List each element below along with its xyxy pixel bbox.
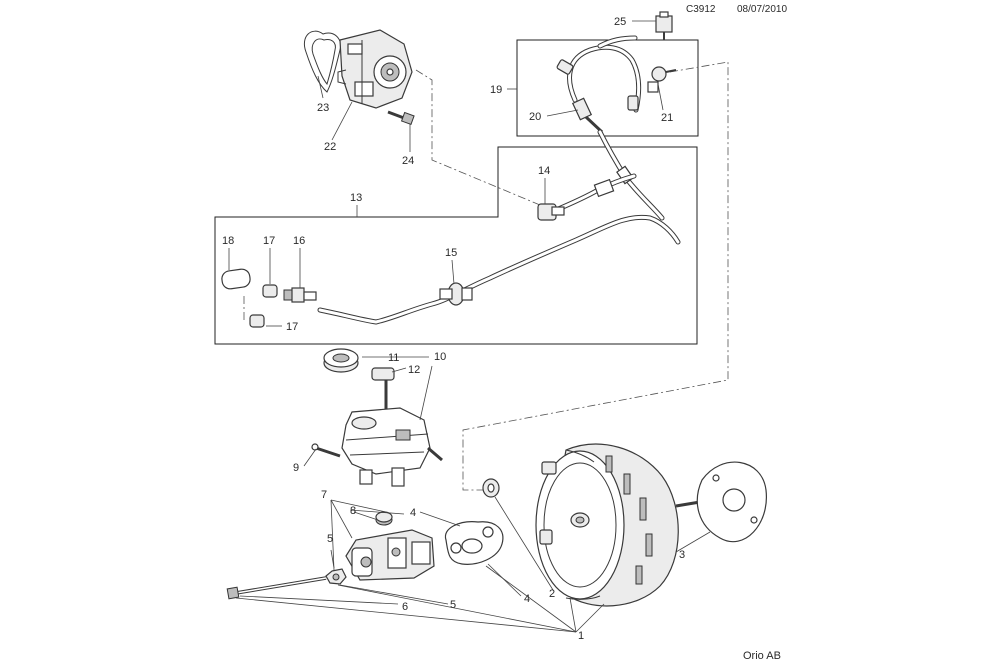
credit-label: Orio AB <box>743 650 781 662</box>
callout-20: 20 <box>529 111 541 123</box>
callout-18: 18 <box>222 235 234 247</box>
pump-gasket <box>304 30 342 93</box>
callout-labels: 25 19 20 21 23 22 24 13 14 15 18 17 16 1… <box>222 16 685 642</box>
connector-21 <box>647 66 677 93</box>
elbow-connector-14 <box>537 203 565 221</box>
callout-17-bottom: 17 <box>286 321 298 333</box>
pushrod-bolt-6 <box>226 576 327 600</box>
gasket-4 <box>444 521 504 565</box>
frame-hose-assembly-13 <box>214 146 698 345</box>
vacuum-line-13 <box>317 173 681 325</box>
callout-9: 9 <box>293 462 299 474</box>
callout-25: 25 <box>614 16 626 28</box>
valve-15 <box>439 282 473 306</box>
frame-hose-assembly-19 <box>516 39 699 137</box>
callout-3: 3 <box>679 549 685 561</box>
gasket-3 <box>696 461 767 543</box>
callout-22: 22 <box>324 141 336 153</box>
callout-7: 7 <box>321 489 327 501</box>
callout-14: 14 <box>538 165 550 177</box>
callout-16: 16 <box>293 235 305 247</box>
callout-8: 8 <box>350 505 356 517</box>
callout-21: 21 <box>661 112 673 124</box>
check-valve-20 <box>571 97 604 134</box>
vacuum-hose-19 <box>556 35 642 113</box>
callout-11: 11 <box>388 352 399 364</box>
nut-5 <box>325 568 347 585</box>
callout-19: 19 <box>490 84 502 96</box>
callout-2: 2 <box>549 588 555 600</box>
pump-bolt <box>387 110 415 126</box>
drawing-date: 08/07/2010 <box>737 4 787 15</box>
callout-12: 12 <box>408 364 420 376</box>
brake-booster-1 <box>535 443 701 607</box>
callout-4-bottom: 4 <box>524 593 530 605</box>
fitting-16 <box>283 287 317 303</box>
hose-clip-9 <box>311 443 341 458</box>
callout-1: 1 <box>578 630 584 642</box>
callout-13: 13 <box>350 192 362 204</box>
leader-lines <box>228 20 711 633</box>
drawing-code: C3912 <box>686 4 716 15</box>
cap-18 <box>221 268 251 290</box>
callout-24: 24 <box>402 155 414 167</box>
master-cylinder-7 <box>345 529 435 581</box>
callout-17-top: 17 <box>263 235 275 247</box>
callout-5-left: 5 <box>327 533 333 545</box>
vacuum-pump <box>304 29 413 109</box>
reservoir-cap-11 <box>323 348 359 373</box>
brake-fluid-reservoir-10 <box>341 407 443 487</box>
callout-5-bottom: 5 <box>450 599 456 611</box>
level-sensor-12 <box>371 367 395 412</box>
grommet-2 <box>482 478 500 498</box>
callout-6: 6 <box>402 601 408 613</box>
callout-15: 15 <box>445 247 457 259</box>
connector-25 <box>655 11 673 40</box>
callout-23: 23 <box>317 102 329 114</box>
callout-4-top: 4 <box>410 507 416 519</box>
seal-8 <box>375 511 393 526</box>
routing-lines <box>415 61 729 491</box>
grommet-17 <box>243 284 278 328</box>
callout-10: 10 <box>434 351 446 363</box>
